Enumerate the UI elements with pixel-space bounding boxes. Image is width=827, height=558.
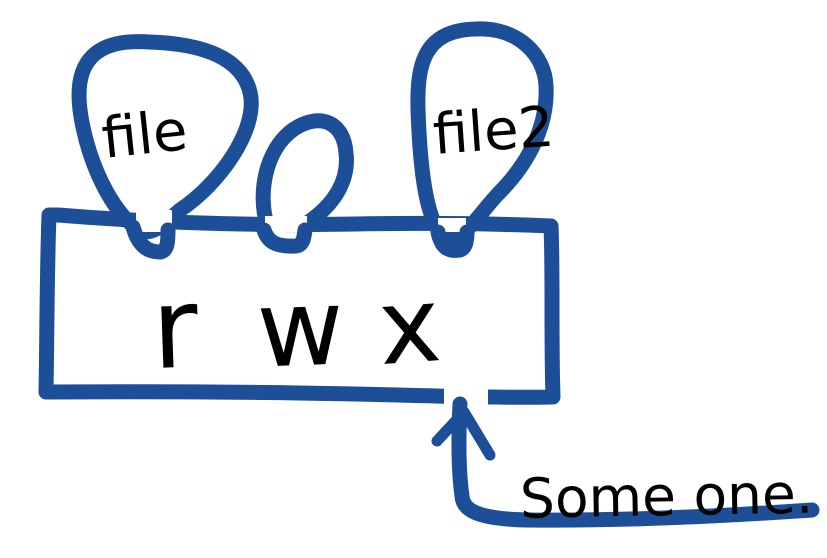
execute-permission: x [375, 263, 445, 389]
file-label: file [99, 98, 191, 172]
read-permission: r [150, 263, 202, 395]
file2-label: file2 [431, 95, 556, 168]
middle-connector [256, 222, 313, 254]
connector-gap-middle [265, 216, 307, 232]
diagram-ink: file file2 r w x Some one. [38, 21, 820, 531]
up-arrow-icon [431, 406, 496, 461]
actor-line [451, 396, 820, 528]
middle-loop [255, 113, 354, 233]
connector-gap-right [438, 218, 466, 232]
file-balloon [71, 34, 259, 240]
actor-label: Some one. [519, 462, 813, 531]
file2-balloon [410, 21, 554, 248]
file2-connector [430, 224, 475, 258]
file-connector [125, 219, 176, 260]
write-permission: w [255, 266, 346, 392]
